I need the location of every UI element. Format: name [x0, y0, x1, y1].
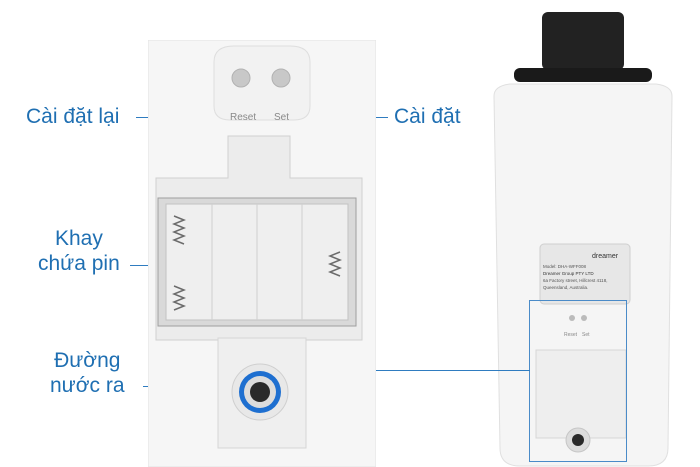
device-side-view: dreamer Model: DHA-WFF008 Dreamer Group …: [493, 12, 673, 467]
battery-tray-callout-line2: chứa pin: [38, 252, 120, 275]
product-label-line1: Model: DHA-WFF008: [543, 264, 587, 269]
battery-tray-callout: Khay chứa pin: [38, 226, 120, 276]
set-button[interactable]: [271, 68, 291, 88]
reset-callout: Cài đặt lại: [26, 104, 119, 129]
reset-device-label: Reset: [230, 112, 256, 123]
reset-callout-text: Cài đặt lại: [26, 105, 120, 128]
product-label: [539, 243, 631, 305]
reset-button[interactable]: [231, 68, 251, 88]
water-outlet-callout-line2: nước ra: [50, 374, 125, 397]
device-back-view: Reset Set: [148, 40, 376, 467]
set-device-label: Set: [274, 112, 289, 123]
water-outlet-callout: Đường nước ra: [50, 348, 125, 398]
inset-leader-line: [376, 370, 530, 371]
brand-label: dreamer: [592, 253, 619, 260]
product-label-line4: Queensland, Australia.: [543, 285, 588, 290]
inset-frame: [529, 300, 627, 462]
water-outlet-callout-line1: Đường: [54, 349, 121, 372]
product-label-line2: Dreamer Group PTY LTD: [543, 271, 594, 276]
product-label-line3: 6a Factory street, Hillcrest 4118,: [543, 278, 607, 283]
battery-tray-callout-line1: Khay: [54, 227, 103, 250]
set-callout-text: Cài đặt: [394, 105, 461, 128]
small-reset-label: Reset: [564, 332, 578, 338]
small-set-label: Set: [582, 332, 590, 338]
set-callout: Cài đặt: [394, 104, 461, 129]
